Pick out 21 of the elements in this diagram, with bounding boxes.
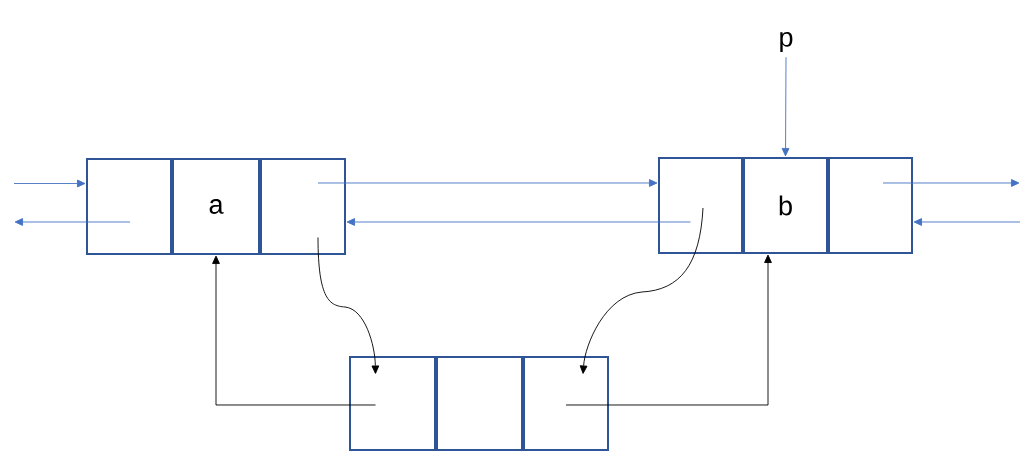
arrow xyxy=(14,218,131,226)
list-cell xyxy=(349,356,436,451)
arrow xyxy=(317,237,380,374)
arrow xyxy=(346,218,691,226)
arrow xyxy=(212,255,376,406)
arrow xyxy=(579,207,704,374)
arrow xyxy=(317,179,658,187)
arrow xyxy=(13,179,86,188)
list-cell xyxy=(86,158,172,255)
list-cell xyxy=(260,158,346,255)
list-cell xyxy=(523,356,609,451)
pointer-label: p xyxy=(780,31,793,53)
arrow xyxy=(781,56,790,157)
list-cell xyxy=(436,356,523,451)
arrow xyxy=(882,179,1020,187)
list-cell: b xyxy=(743,157,828,254)
list-cell xyxy=(658,157,743,254)
arrow xyxy=(913,218,1021,226)
list-cell xyxy=(828,157,913,254)
list-cell: a xyxy=(172,158,260,255)
arrow xyxy=(565,254,772,406)
